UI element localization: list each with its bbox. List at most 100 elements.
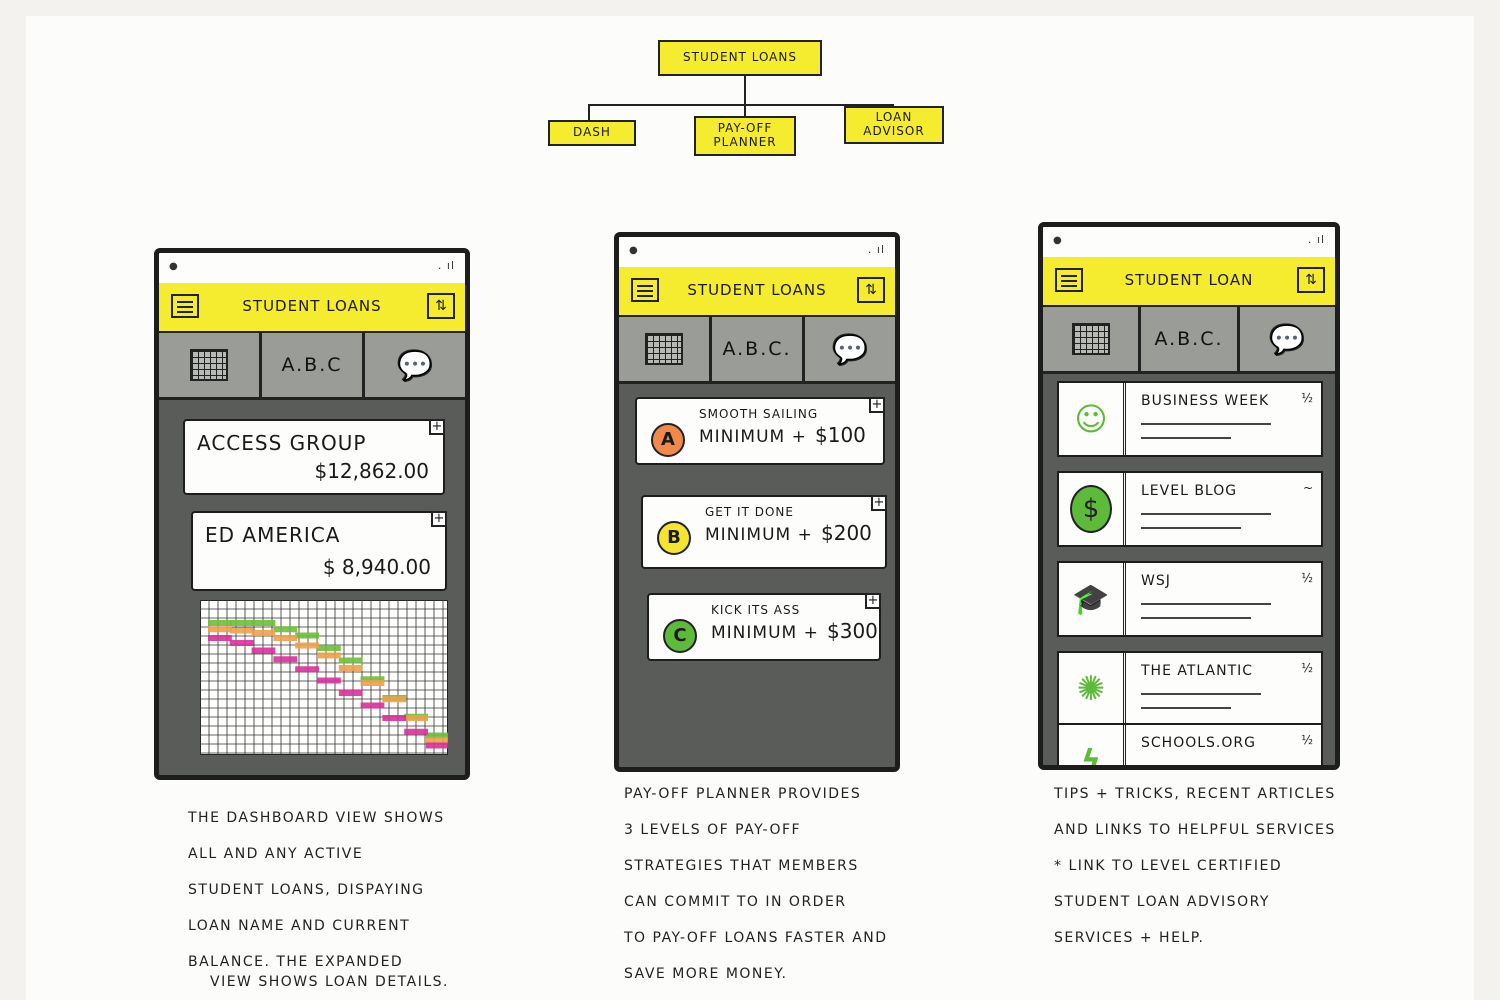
note-dashboard: The dashboard view shows all and any act… — [188, 800, 518, 980]
chart-series-3-segment — [208, 635, 232, 641]
strategy-subtitle: Smooth Sailing — [699, 407, 819, 421]
loan-card[interactable]: + Access Group $12,862.00 — [183, 419, 445, 495]
chart-series-3-segment — [273, 656, 298, 663]
app-title: Student Loan — [1124, 271, 1254, 289]
tab-chat[interactable]: 💬 — [365, 333, 465, 397]
strategy-subtitle: Kick Its Ass — [711, 603, 801, 617]
expand-icon[interactable]: + — [429, 419, 445, 435]
text-line — [1141, 437, 1231, 439]
tab-bar: A.B.C. 💬 — [1043, 307, 1335, 374]
phone-advisor: ● . ıl Student Loan ⇅ A.B.C. 💬 ☺ Busines… — [1038, 222, 1340, 770]
note-advisor: Tips + tricks, recent articles and links… — [1054, 776, 1414, 956]
chart-series-2-segment — [317, 652, 341, 659]
strategy-label: Minimum + — [711, 623, 819, 643]
tab-chat[interactable]: 💬 — [805, 317, 895, 381]
tab-calendar[interactable] — [1043, 307, 1142, 371]
chart-series-1-segment — [251, 620, 276, 626]
sitemap-root: Student Loans — [658, 40, 822, 76]
chart-series-1-segment — [208, 620, 232, 626]
camera-icon: ● — [1053, 235, 1062, 246]
expand-icon[interactable]: + — [869, 397, 885, 413]
chart-series-1-segment — [229, 620, 254, 626]
sync-icon[interactable]: ⇅ — [857, 277, 885, 303]
text-line — [1141, 527, 1241, 529]
menu-icon[interactable] — [631, 278, 659, 302]
strategy-card[interactable]: + A Smooth Sailing Minimum + $100 — [635, 397, 885, 465]
tab-abc[interactable]: A.B.C. — [1141, 307, 1240, 371]
person-icon: ☺ — [1059, 383, 1126, 455]
strategy-badge: B — [657, 521, 691, 555]
chart-series-2-segment — [295, 642, 319, 649]
tab-abc[interactable]: A.B.C — [262, 333, 365, 397]
status-bar: ● . ıl — [159, 253, 465, 285]
chart-series-3-segment — [229, 640, 254, 646]
strategy-amount: $200 — [821, 521, 872, 545]
expand-icon[interactable]: + — [431, 511, 447, 527]
status-bar: ● . ıl — [1043, 227, 1335, 259]
sync-icon[interactable]: ⇅ — [427, 293, 455, 319]
article-source: Level Blog — [1141, 483, 1238, 499]
expand-icon[interactable]: + — [865, 593, 881, 609]
note-line: The dashboard view shows — [188, 810, 445, 826]
strategy-subtitle: Get It Done — [705, 505, 794, 519]
calendar-icon — [645, 333, 683, 365]
chart-series-1-segment — [426, 732, 448, 739]
strategy-label: Minimum + — [705, 525, 813, 545]
tab-chat[interactable]: 💬 — [1239, 307, 1335, 371]
tab-abc[interactable]: A.B.C. — [712, 317, 805, 381]
app-title: Student Loans — [242, 297, 382, 315]
note-line: view shows loan details. — [210, 974, 449, 990]
tab-abc-label: A.B.C — [281, 354, 343, 376]
menu-icon[interactable] — [171, 294, 199, 318]
sync-icon[interactable]: ⇅ — [1297, 267, 1325, 293]
text-line — [1141, 423, 1271, 425]
app-bar: Student Loans ⇅ — [619, 267, 895, 317]
chart-series-2-segment — [273, 635, 298, 641]
strategy-badge: A — [651, 423, 685, 457]
loan-balance: $ 8,940.00 — [322, 555, 431, 579]
sitemap-child-advisor: Loan Advisor — [844, 106, 944, 144]
article-source: Schools.org — [1141, 735, 1256, 751]
chart-series-3-segment — [404, 728, 428, 735]
article-link[interactable]: 🎓 WSJ ½ — [1057, 561, 1323, 637]
strategy-card[interactable]: + B Get It Done Minimum + $200 — [641, 495, 887, 569]
loan-card[interactable]: + Ed America $ 8,940.00 — [191, 511, 447, 591]
expand-icon[interactable]: + — [871, 495, 887, 511]
chart-series-3-segment — [426, 742, 448, 749]
phone-planner: ● . ıl Student Loans ⇅ A.B.C. 💬 + A Smoo… — [614, 232, 900, 772]
article-link[interactable]: $ Level Blog ~ — [1057, 471, 1323, 547]
chart-series-3-segment — [338, 690, 363, 696]
chart-series-3-segment — [382, 715, 407, 721]
chart-series-1-segment — [360, 676, 385, 683]
loan-name: Access Group — [197, 431, 367, 455]
note-line: to pay-off loans faster and — [624, 930, 888, 946]
article-link[interactable]: ✺ The Atlantic ½ — [1057, 651, 1323, 727]
note-line: balance. The expanded — [188, 954, 404, 970]
text-line — [1141, 603, 1271, 605]
note-line: services + help. — [1054, 930, 1205, 946]
strategy-badge: C — [663, 619, 697, 653]
note-line-overflow: view shows loan details. — [210, 968, 530, 996]
note-line: all and any active — [188, 846, 364, 862]
article-link[interactable]: ϟ Schools.org ½ — [1057, 723, 1323, 765]
sitemap-connector — [744, 76, 746, 104]
chart-series-1-segment — [273, 626, 298, 633]
tab-abc-label: A.B.C. — [1154, 328, 1224, 350]
sitemap-connector — [588, 104, 894, 106]
article-link[interactable]: ☺ Business Week ½ — [1057, 381, 1323, 457]
tab-calendar[interactable] — [159, 333, 262, 397]
chat-bubble-icon: 💬 — [832, 332, 868, 366]
dollar-icon: $ — [1059, 473, 1126, 545]
chart-series-2-segment — [251, 630, 276, 636]
tab-calendar[interactable] — [619, 317, 712, 381]
splash-icon: ✺ — [1059, 653, 1126, 725]
camera-icon: ● — [169, 261, 178, 272]
payoff-chart — [200, 600, 448, 755]
menu-icon[interactable] — [1055, 268, 1083, 292]
strategy-card[interactable]: + C Kick Its Ass Minimum + $300 — [647, 593, 881, 661]
note-line: can commit to in order — [624, 894, 847, 910]
signal-icon: . ıl — [1307, 233, 1325, 246]
sitemap-connector — [588, 104, 590, 122]
tab-bar: A.B.C. 💬 — [619, 317, 895, 384]
sitemap-child-planner: Pay-off Planner — [694, 116, 796, 156]
